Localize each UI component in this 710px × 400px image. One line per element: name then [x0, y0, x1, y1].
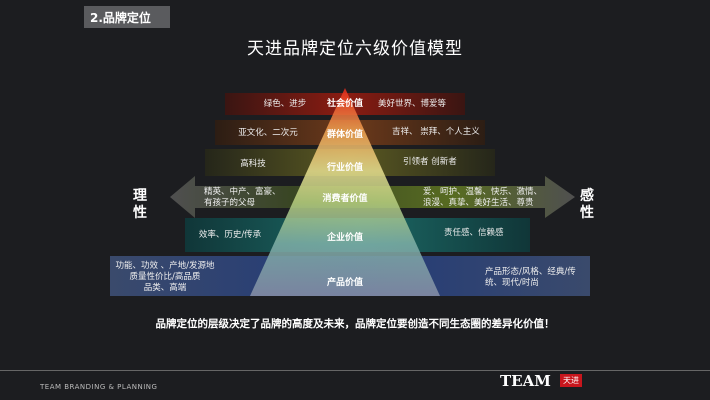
axis-right-label: 感性	[580, 188, 594, 221]
level-name: 消费者价值	[322, 194, 368, 204]
team-logo: TEAM	[500, 372, 551, 390]
level-right-text: 产品形态/风格、经典/传 统、现代/时尚	[485, 267, 576, 288]
level-left-text: 亚文化、二次元	[238, 128, 298, 138]
summary-statement: 品牌定位的层级决定了品牌的高度及未来，品牌定位要创造不同生态圈的差异化价值！	[155, 318, 555, 330]
level-right-text: 爱、呵护、温馨、快乐、激情、 浪漫、真挚、美好生活、尊贵	[423, 187, 543, 208]
team-logo-badge: 天进	[560, 374, 582, 387]
level-name: 行业价值	[326, 163, 364, 173]
level-right-text: 美好世界、博爱等	[378, 99, 447, 109]
slide-title: 天进品牌定位六级价值模型	[247, 39, 463, 59]
footer-text: TEAM BRANDING & PLANNING	[40, 383, 158, 391]
level-name: 社会价值	[326, 99, 364, 109]
section-tag: 2.品牌定位	[84, 6, 170, 28]
level-name: 产品价值	[326, 278, 364, 288]
level-name: 企业价值	[326, 233, 364, 243]
level-left-text: 精英、中产、富豪、 有孩子的父母	[204, 187, 281, 208]
level-left-text: 效率、历史/传承	[198, 230, 262, 240]
level-left-text: 功能、功效 、产地/发源地 质量性价比/高品质 品类、高端	[115, 261, 215, 293]
level-name: 群体价值	[326, 130, 364, 140]
level-right-text: 吉祥、 崇拜、个人主义	[392, 127, 480, 137]
axis-left-label: 理性	[133, 188, 147, 221]
level-right-text: 责任感、信赖感	[444, 228, 504, 238]
level-left-text: 高科技	[240, 159, 266, 169]
level-left-text: 绿色、进步	[263, 99, 307, 109]
level-right-text: 引领者 创新者	[403, 157, 457, 167]
